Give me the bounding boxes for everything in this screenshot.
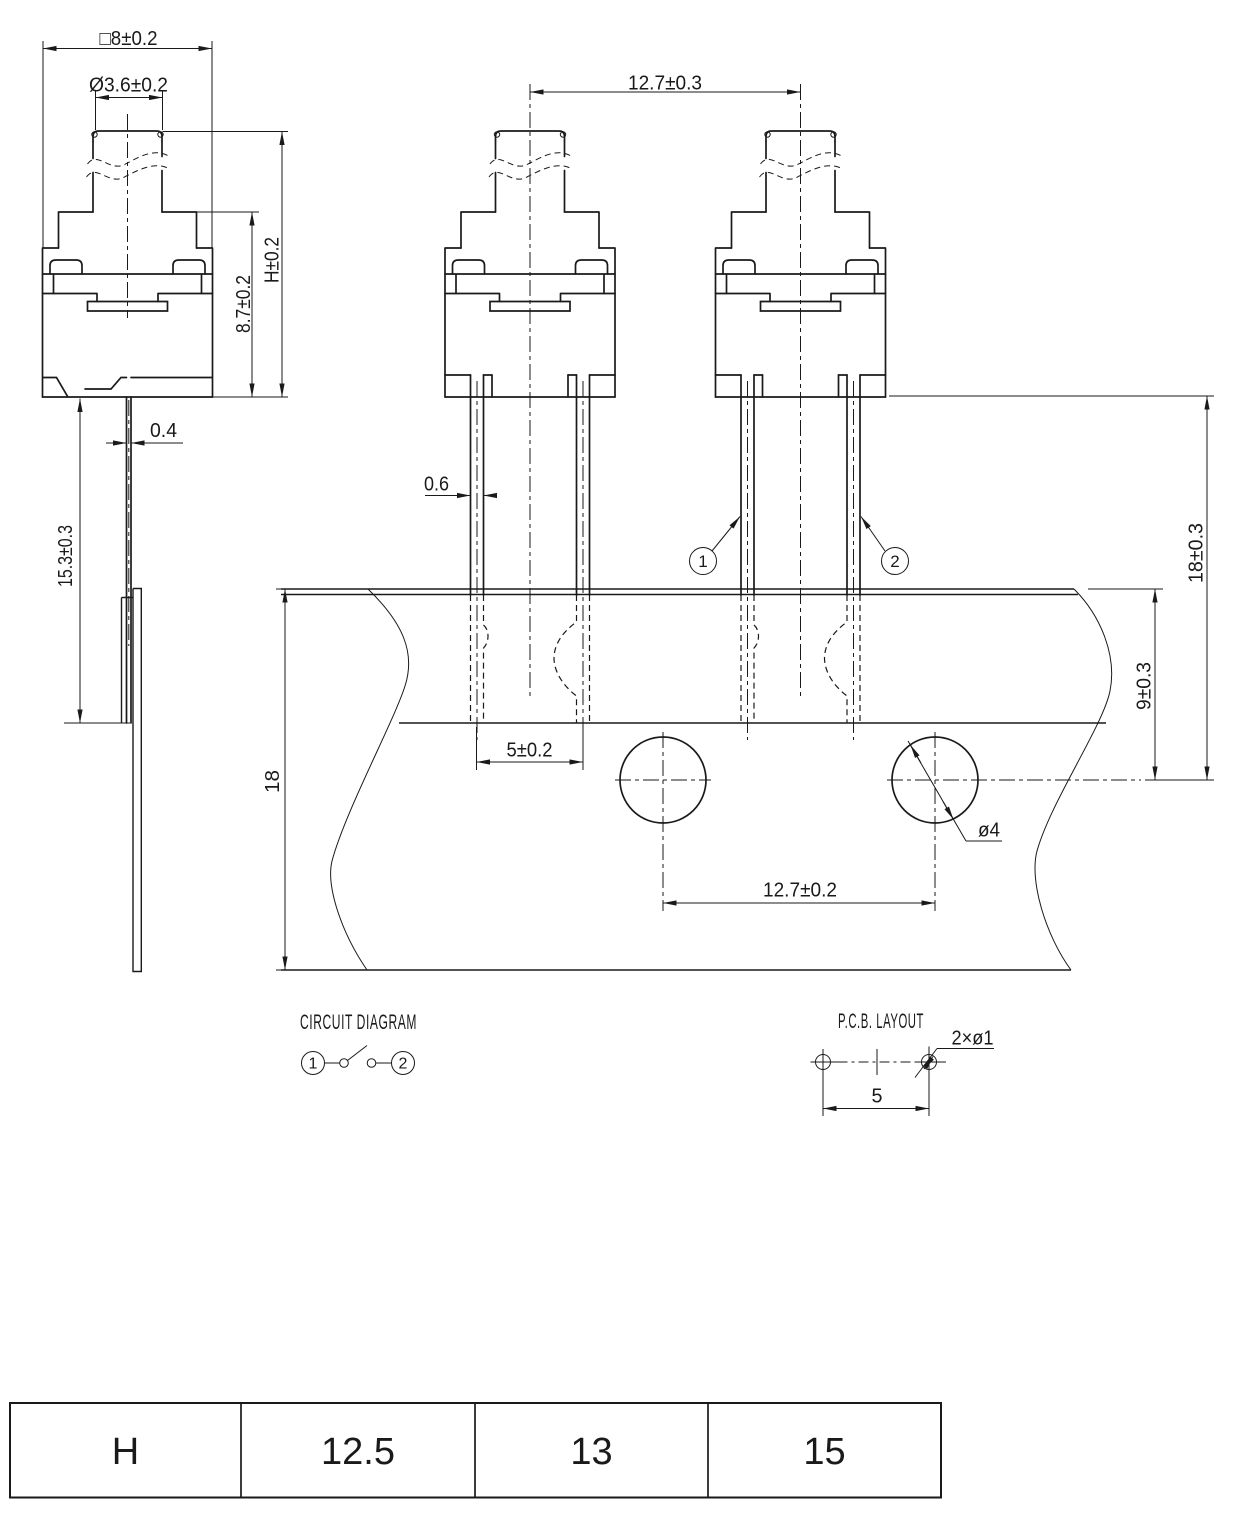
switch-1-leads bbox=[444, 83, 616, 741]
front-view: 12.7±0.3 0.6 1 2 bbox=[262, 73, 1214, 971]
switch-contact-left bbox=[339, 1058, 349, 1068]
hole-centerlines bbox=[615, 732, 1141, 911]
switch-contact-right bbox=[366, 1058, 377, 1068]
carrier-tape bbox=[281, 588, 1141, 971]
circuit-pin-2-number: 2 bbox=[399, 1056, 408, 1073]
dim-pcb-hole-pitch: 5 bbox=[872, 1086, 883, 1108]
dim-lead-thickness: 0.4 bbox=[150, 420, 177, 442]
switch-arm bbox=[347, 1045, 368, 1061]
dim-lead-pitch: 5±0.2 bbox=[507, 740, 553, 762]
side-extension-lines bbox=[42, 41, 288, 398]
dim-tape-width: 18 bbox=[262, 770, 284, 793]
table-value-3: 15 bbox=[803, 1431, 845, 1473]
table-dividers bbox=[240, 1402, 709, 1499]
hole-dia-callout: ø4 bbox=[907, 740, 1002, 842]
dim-total-height: H±0.2 bbox=[262, 237, 284, 283]
dim-tape-edge-to-hole: 9±0.3 bbox=[1134, 662, 1156, 710]
tape-break-right bbox=[1034, 588, 1113, 971]
dim-switch-pitch: 12.7±0.3 bbox=[628, 73, 702, 95]
switch-2 bbox=[714, 83, 887, 741]
dim-body-height: 8.7±0.2 bbox=[233, 275, 255, 333]
dim-pcb-hole-callout: 2×ø1 bbox=[952, 1028, 994, 1050]
dim-hole-pitch: 12.7±0.2 bbox=[763, 880, 837, 902]
pin-2-number: 2 bbox=[890, 552, 899, 571]
dim-lead-length: 15.3±0.3 bbox=[55, 525, 77, 587]
side-dimensions bbox=[43, 45, 285, 723]
dim-seat-to-hole: 18±0.3 bbox=[1186, 523, 1208, 583]
tape-break-left bbox=[330, 588, 410, 971]
pcb-layout: P.C.B. LAYOUT 2×ø1 5 bbox=[810, 1010, 994, 1116]
side-lead bbox=[125, 396, 132, 724]
table-value-2: 13 bbox=[570, 1431, 612, 1473]
pcb-hole-callout: 2×ø1 bbox=[914, 1028, 994, 1078]
table-header-h: H bbox=[112, 1431, 139, 1473]
dim-lead-width: 0.6 bbox=[424, 474, 449, 496]
circuit-pin-1-number: 1 bbox=[309, 1056, 318, 1073]
switch-1 bbox=[444, 83, 616, 741]
tape-width-ext bbox=[276, 588, 345, 971]
side-view: □8±0.2 Ø3.6±0.2 8.7±0.2 H±0.2 0.4 15.3±0… bbox=[41, 28, 288, 973]
dim-square-width: □8±0.2 bbox=[100, 28, 158, 50]
right-ext-lines bbox=[889, 395, 1214, 781]
pin-2-callout: 2 bbox=[860, 516, 909, 575]
circuit-pin-2-circle bbox=[391, 1051, 415, 1075]
spec-table: H 12.5 13 15 bbox=[9, 1402, 942, 1499]
pin-1-callout: 1 bbox=[689, 516, 741, 575]
pcb-layout-title: P.C.B. LAYOUT bbox=[838, 1010, 924, 1033]
circuit-diagram-title: CIRCUIT DIAGRAM bbox=[300, 1011, 417, 1034]
switch-2-leads bbox=[714, 83, 887, 741]
carrier-strip-edge-view bbox=[64, 587, 142, 973]
dim-plunger-dia: Ø3.6±0.2 bbox=[89, 75, 168, 97]
table-value-1: 12.5 bbox=[321, 1431, 395, 1473]
pin-1-number: 1 bbox=[698, 552, 707, 571]
side-bottom-detail bbox=[42, 376, 213, 398]
dim-hole-dia: ø4 bbox=[978, 820, 1000, 842]
circuit-diagram: CIRCUIT DIAGRAM 1 2 bbox=[300, 1011, 417, 1075]
